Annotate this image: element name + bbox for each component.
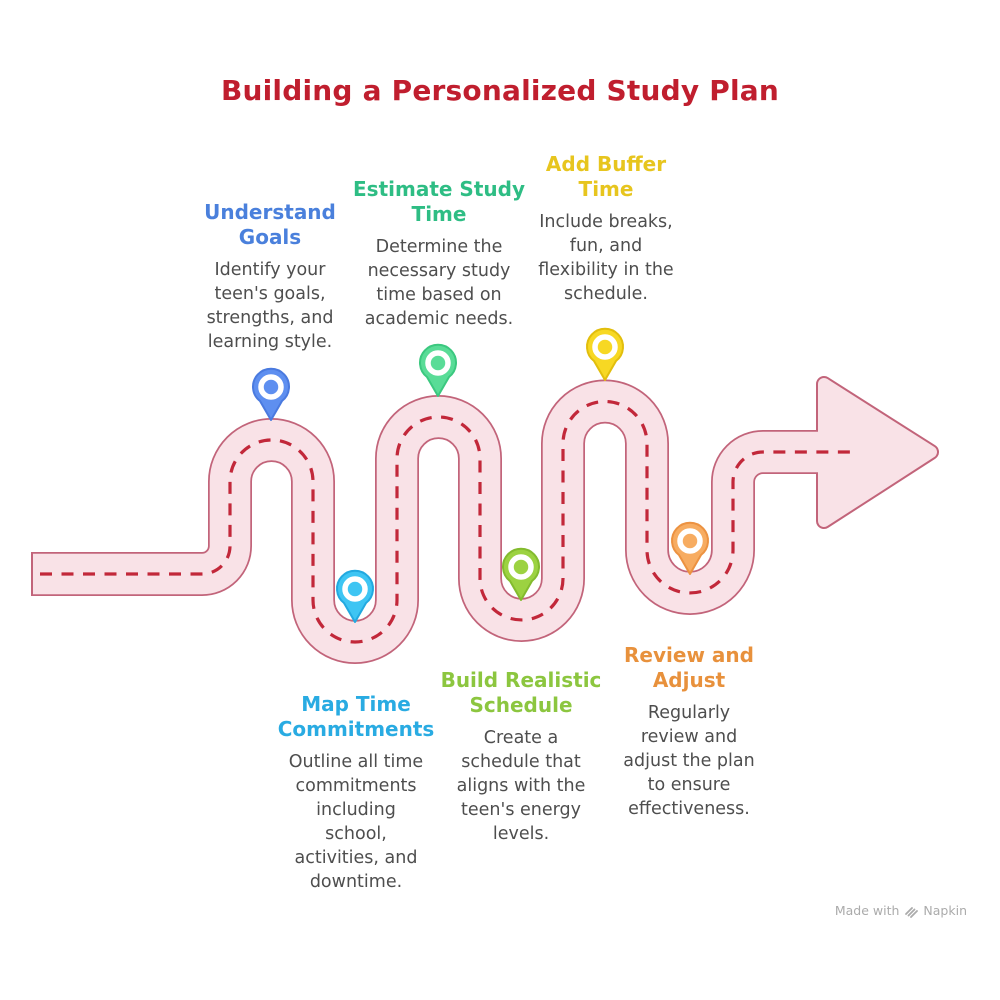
review-and-adjust-pin-icon — [671, 521, 709, 575]
watermark-brand: Napkin — [923, 903, 967, 918]
map-time-commitments-pin-icon — [336, 569, 374, 623]
step-build-realistic-schedule: Build Realistic Schedule Create a schedu… — [411, 668, 631, 846]
page-title: Building a Personalized Study Plan — [220, 74, 780, 107]
watermark-prefix: Made with — [834, 903, 900, 918]
step-review-and-adjust: Review and Adjust Regularly review and a… — [579, 643, 799, 821]
step-description: Determine the necessary study time based… — [364, 237, 514, 329]
step-description: Regularly review and adjust the plan to … — [623, 703, 755, 819]
step-map-time-commitments: Map Time Commitments Outline all time co… — [246, 692, 466, 894]
step-description: Include breaks, fun, and flexibility in … — [538, 212, 674, 304]
step-heading: Build Realistic Schedule — [440, 668, 602, 717]
step-description: Create a schedule that aligns with the t… — [456, 728, 586, 844]
understand-goals-pin-icon — [252, 367, 290, 421]
made-with-napkin-watermark[interactable]: Made with Napkin — [835, 903, 967, 918]
step-heading: Estimate Study Time — [353, 177, 525, 226]
step-heading: Map Time Commitments — [277, 692, 435, 741]
step-heading: Add Buffer Time — [545, 152, 667, 201]
step-description: Identify your teen's goals, strengths, a… — [206, 260, 334, 352]
step-description: Outline all time commitments including s… — [288, 752, 424, 892]
add-buffer-time-pin-icon — [586, 327, 624, 381]
estimate-study-time-pin-icon — [419, 343, 457, 397]
step-heading: Review and Adjust — [624, 643, 754, 692]
step-heading: Understand Goals — [204, 200, 336, 249]
napkin-logo-icon — [905, 906, 919, 918]
step-add-buffer-time: Add Buffer Time Include breaks, fun, and… — [496, 152, 716, 306]
road-center-dashes — [40, 399, 856, 644]
step-estimate-study-time: Estimate Study Time Determine the necess… — [329, 177, 549, 331]
build-realistic-schedule-pin-icon — [502, 547, 540, 601]
step-understand-goals: Understand Goals Identify your teen's go… — [160, 200, 380, 354]
